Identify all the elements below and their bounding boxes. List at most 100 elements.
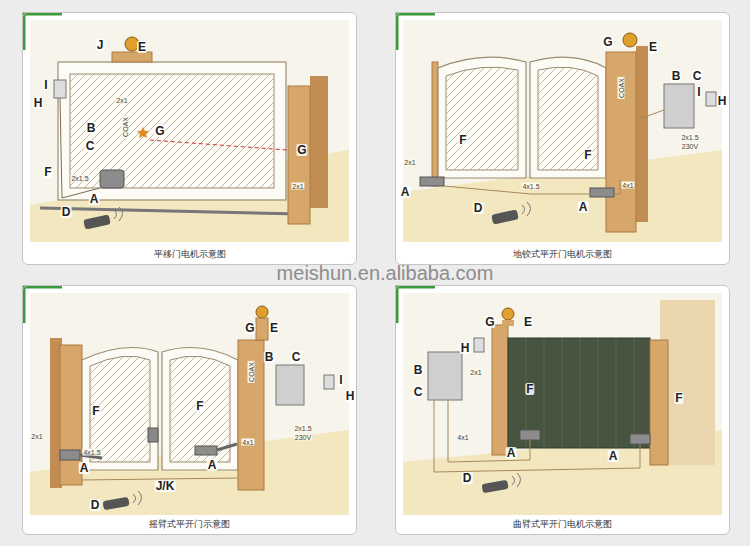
wire-spec: 4x1 xyxy=(241,439,254,446)
callout-letter: A xyxy=(89,193,100,205)
wire-spec: COAX xyxy=(618,77,625,99)
arm-gate-scene-part xyxy=(256,318,268,340)
callout-letter: C xyxy=(85,140,96,152)
arm-gate-scene-part xyxy=(170,356,230,462)
callout-letter: E xyxy=(137,41,147,53)
callout-letter: J xyxy=(96,39,105,51)
articulated-gate-scene-part xyxy=(520,430,540,440)
callout-letter: I xyxy=(338,374,343,386)
swing-gate-scene xyxy=(395,12,730,265)
articulated-gate-scene-part xyxy=(428,352,462,400)
swing-gate-scene-part xyxy=(403,20,722,242)
callout-letter: G xyxy=(244,322,255,334)
callout-letter: E xyxy=(523,316,533,328)
callout-letter: F xyxy=(674,392,683,404)
swing-gate-scene-part xyxy=(432,62,438,186)
callout-letter: B xyxy=(671,70,682,82)
articulated-gate-scene-part xyxy=(512,473,521,487)
swing-gate-scene-part xyxy=(636,110,664,120)
callout-letter: D xyxy=(90,499,101,511)
callout-letter: C xyxy=(413,386,424,398)
wire-spec: 2x1.5 xyxy=(680,134,699,141)
arm-gate-scene-part xyxy=(324,375,334,389)
wire-spec: 2x1 xyxy=(115,97,128,104)
sliding-gate-scene-part xyxy=(100,170,124,188)
watermark: meishun.en.alibaba.com xyxy=(277,263,494,283)
callout-letter: G xyxy=(296,144,307,156)
wire-spec: COAX xyxy=(122,116,129,138)
sliding-gate-scene-part xyxy=(40,208,300,214)
callout-letter: G xyxy=(484,316,495,328)
sliding-gate-scene-part xyxy=(70,74,274,188)
panel-caption: 平移门电机示意图 xyxy=(23,248,356,261)
callout-letter: G xyxy=(602,36,613,48)
swing-gate-scene-part xyxy=(590,188,614,197)
wire-spec: 4x1 xyxy=(456,434,469,441)
swing-gate-scene-part xyxy=(664,84,694,128)
wire-spec: 230V xyxy=(681,143,699,150)
swing-gate-scene-part xyxy=(623,33,637,47)
callout-letter: A xyxy=(578,201,589,213)
articulated-gate-scene-part xyxy=(630,434,650,444)
sliding-gate-scene-part xyxy=(83,214,111,229)
panel-frame: 摇臂式平开门示意图 xyxy=(22,285,357,535)
articulated-gate-scene-part xyxy=(434,400,640,472)
articulated-gate-scene-part xyxy=(482,480,509,493)
swing-gate-scene-part xyxy=(420,177,444,186)
wire-spec: 2x1 xyxy=(30,433,43,440)
swing-gate-scene-part xyxy=(522,202,531,216)
swing-gate-scene-part xyxy=(438,57,526,178)
articulated-gate-scene xyxy=(395,285,730,535)
arm-gate-scene-part xyxy=(82,348,158,471)
callout-letter: H xyxy=(33,97,44,109)
callout-letter: A xyxy=(506,447,517,459)
wire-spec: 2x1.5 xyxy=(70,175,89,182)
arm-gate-scene-part xyxy=(90,356,150,462)
callout-letter: D xyxy=(61,206,72,218)
wire-spec: 2x1 xyxy=(469,369,482,376)
wire-spec: COAX xyxy=(248,361,255,383)
sliding-gate-scene-part xyxy=(22,12,357,265)
articulated-gate-scene-part xyxy=(492,325,508,455)
articulated-gate-scene-part xyxy=(403,293,722,515)
arm-gate-scene-part xyxy=(148,428,158,442)
callout-letter: A xyxy=(207,459,218,471)
sliding-gate-scene-part xyxy=(137,127,149,138)
arm-gate-scene-part xyxy=(195,446,217,455)
arm-gate-scene xyxy=(22,285,357,535)
arm-gate-scene-part xyxy=(60,450,80,460)
swing-gate-scene-part xyxy=(530,57,606,178)
sliding-gate-scene-part xyxy=(58,62,286,200)
swing-gate-scene-part xyxy=(606,52,636,232)
arm-gate-scene-part xyxy=(133,491,142,505)
articulated-gate-scene-part xyxy=(395,285,730,535)
callout-letter: C xyxy=(692,70,703,82)
swing-gate-scene-part xyxy=(444,186,590,194)
arm-gate-scene-part xyxy=(162,348,238,471)
arm-gate-scene-part xyxy=(103,497,130,510)
panel-caption: 地铰式平开门电机示意图 xyxy=(396,248,729,261)
callout-letter: F xyxy=(195,400,204,412)
callout-letter: B xyxy=(86,122,97,134)
callout-letter: H xyxy=(345,390,356,402)
panel-caption: 曲臂式平开门电机示意图 xyxy=(396,518,729,531)
arm-gate-scene-part xyxy=(238,340,264,490)
sliding-gate-scene-part xyxy=(112,52,152,62)
swing-gate-scene-part xyxy=(491,209,519,224)
callout-letter: J/K xyxy=(155,480,176,492)
sliding-gate-scene-part xyxy=(54,80,66,98)
panel-frame: 曲臂式平开门电机示意图 xyxy=(395,285,730,535)
callout-letter: B xyxy=(413,364,424,376)
wire-spec: 2x1 xyxy=(403,159,416,166)
callout-letter: C xyxy=(291,351,302,363)
swing-gate-scene-part xyxy=(636,46,648,222)
callout-letter: F xyxy=(583,149,592,161)
callout-letter: F xyxy=(458,134,467,146)
wire-spec: 2x1.5 xyxy=(293,425,312,432)
panel-frame: 平移门电机示意图 xyxy=(22,12,357,265)
sliding-gate-scene-part xyxy=(150,140,287,150)
callout-letter: I xyxy=(43,79,48,91)
callout-letter: E xyxy=(269,322,279,334)
wire-spec: 4x1.5 xyxy=(82,449,101,456)
callout-letter: D xyxy=(462,472,473,484)
